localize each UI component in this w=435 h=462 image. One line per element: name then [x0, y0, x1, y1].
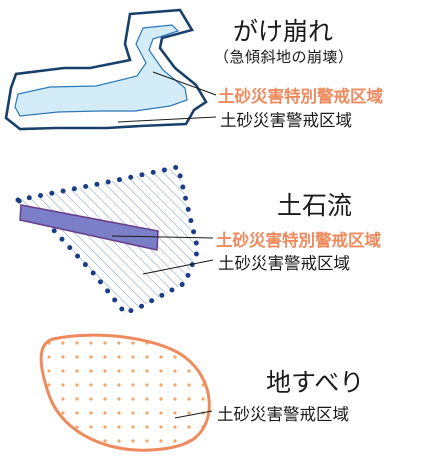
debris-flow-illustration [12, 164, 214, 317]
landslide-warning-zone-label: 土砂災害警戒区域 [217, 405, 349, 424]
debris-flow-title: 土石流 [277, 191, 353, 220]
cliff-special-zone-label: 土砂災害特別警戒区域 [218, 87, 383, 106]
debris-warning-zone-label: 土砂災害警戒区域 [218, 254, 350, 273]
cliff-warning-leader-line [117, 116, 217, 123]
cliff-collapse-title: がけ崩れ [233, 17, 334, 46]
debris-warning-leader-line [142, 259, 214, 275]
cliff-collapse-illustration [4, 8, 217, 131]
debris-special-zone-label: 土砂災害特別警戒区域 [216, 231, 381, 250]
debris-special-leader-line [111, 235, 214, 239]
landslide-warning-leader-line [174, 410, 213, 419]
debris-warning-zone-dotted-boundary [12, 164, 201, 317]
cliff-warning-zone-label: 土砂災害警戒区域 [220, 111, 352, 130]
landslide-illustration [39, 333, 213, 452]
cliff-collapse-subtitle: （急傾斜地の崩壊） [214, 48, 354, 66]
landslide-warning-zone-area [39, 333, 211, 452]
cliff-special-zone-area [14, 24, 188, 117]
landslide-title: 地すべり [266, 368, 365, 397]
cliff-special-leader-line [152, 71, 217, 96]
debris-special-zone-bar [19, 204, 159, 251]
